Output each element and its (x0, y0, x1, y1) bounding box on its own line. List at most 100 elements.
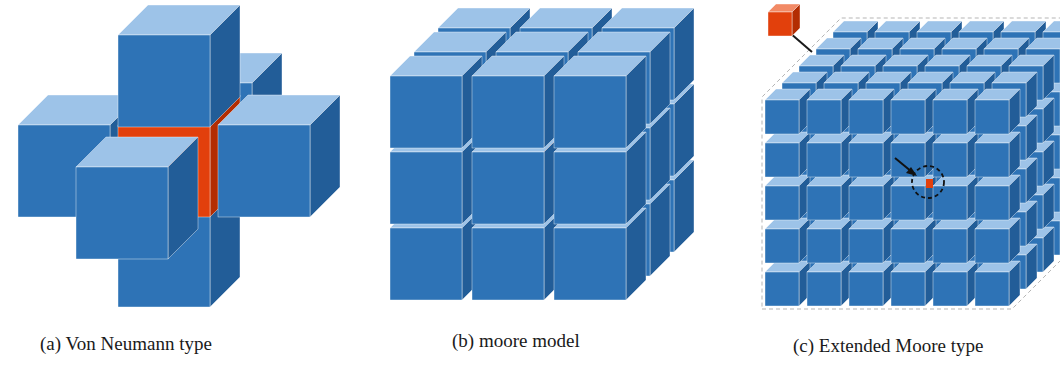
cube-side (626, 132, 646, 224)
blue-cell-cube (76, 137, 198, 259)
blue-cell-cube (765, 261, 810, 306)
blue-cell-cube (891, 89, 936, 134)
cube-front (765, 229, 799, 263)
blue-cell-cube (765, 89, 810, 134)
cube-side (1026, 115, 1037, 160)
blue-cell-cube (849, 132, 894, 177)
red-cell-cube (768, 4, 800, 36)
hidden-centre-cell (926, 179, 933, 188)
cube-side (168, 137, 198, 259)
cube-front (933, 143, 967, 177)
moore-cubes (390, 8, 694, 300)
blue-cell-cube (975, 218, 1020, 263)
cube-front (933, 229, 967, 263)
blue-cell-cube (118, 5, 240, 127)
cube-front (472, 228, 544, 300)
centre-cell-marker (768, 4, 944, 198)
cube-side (1043, 55, 1054, 100)
cube-side (1009, 89, 1020, 134)
cube-front (933, 100, 967, 134)
bounding-volume (762, 18, 1060, 309)
cube-side (1009, 175, 1020, 220)
cube-front (118, 35, 210, 127)
cube-front (765, 143, 799, 177)
pointer-arrow-head (906, 167, 917, 176)
cube-side (1026, 244, 1037, 289)
cube-front (975, 143, 1009, 177)
blue-cell-cube (933, 89, 978, 134)
blue-cell-cube (891, 261, 936, 306)
cube-front (849, 272, 883, 306)
cube-front (891, 229, 925, 263)
cube-front (807, 100, 841, 134)
blue-cell-cube (554, 56, 646, 148)
cube-front (891, 272, 925, 306)
cube-side (1026, 201, 1037, 246)
dashed-circle (912, 166, 944, 198)
cube-front (933, 272, 967, 306)
cube-front (975, 272, 1009, 306)
cube-front (891, 143, 925, 177)
cube-front (807, 229, 841, 263)
blue-cell-cube (849, 218, 894, 263)
cube-front (975, 100, 1009, 134)
cube-front (849, 186, 883, 220)
cube-side (650, 32, 670, 124)
cube-side (674, 160, 694, 252)
blue-cell-cube (807, 218, 852, 263)
blue-cell-cube (933, 218, 978, 263)
cube-side (650, 184, 670, 276)
cube-front (891, 100, 925, 134)
cube-front (472, 152, 544, 224)
cube-front (390, 228, 462, 300)
cube-front (765, 186, 799, 220)
cube-side (1043, 227, 1054, 272)
cube-front (390, 152, 462, 224)
cube-top (1026, 38, 1060, 49)
blue-cell-cube (891, 132, 936, 177)
blue-cell-cube (472, 56, 564, 148)
cube-front (807, 143, 841, 177)
panel-caption: (c) Extended Moore type (793, 335, 983, 357)
blue-cell-cube (765, 218, 810, 263)
blue-cell-cube (765, 132, 810, 177)
blue-cell-cube (933, 261, 978, 306)
cube-side (1026, 72, 1037, 117)
blue-cell-cube (849, 175, 894, 220)
cube-front (807, 272, 841, 306)
cube-front (891, 186, 925, 220)
cube-front (472, 76, 544, 148)
cube-front (933, 186, 967, 220)
cube-front (554, 228, 626, 300)
cube-side (1009, 132, 1020, 177)
leader-line (790, 33, 812, 52)
cube-side (1009, 218, 1020, 263)
blue-cell-cube (933, 175, 978, 220)
cube-front (975, 229, 1009, 263)
cube-front (849, 229, 883, 263)
blue-cell-cube (807, 89, 852, 134)
blue-cell-cube (975, 132, 1020, 177)
blue-cell-cube (807, 261, 852, 306)
cube-side (1043, 141, 1054, 186)
cube-front (768, 12, 792, 36)
blue-cell-cube (849, 89, 894, 134)
blue-cell-cube (891, 218, 936, 263)
cube-front (76, 167, 168, 259)
blue-cell-cube (975, 175, 1020, 220)
cube-front (975, 186, 1009, 220)
blue-cell-cube (807, 175, 852, 220)
cube-side (1043, 184, 1054, 229)
cube-side (1043, 98, 1054, 143)
von-neumann-cubes (18, 5, 340, 307)
cube-side (650, 108, 670, 200)
cube-side (792, 4, 800, 36)
cube-side (210, 5, 240, 127)
cube-front (807, 186, 841, 220)
cube-front (849, 143, 883, 177)
blue-cell-cube (807, 132, 852, 177)
cube-side (310, 95, 340, 217)
blue-cell-cube (975, 261, 1020, 306)
blue-cell-cube (765, 175, 810, 220)
